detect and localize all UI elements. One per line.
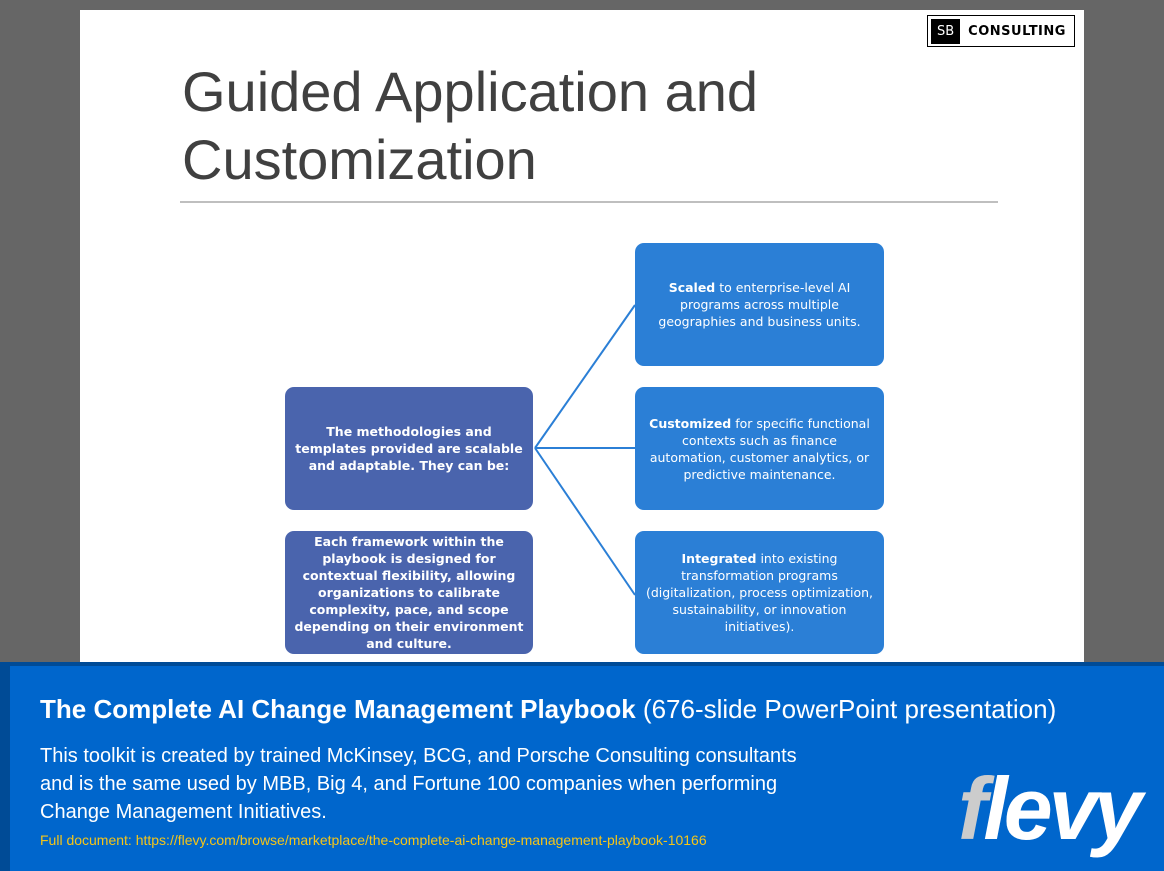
promo-banner: The Complete AI Change Management Playbo… (0, 662, 1164, 871)
flexibility-box: Each framework within the playbook is de… (285, 531, 533, 654)
connector-lines (534, 304, 636, 596)
flevy-logo-rest: levy (983, 759, 1142, 858)
scaled-bold: Scaled (668, 280, 716, 295)
connector-3 (534, 447, 636, 596)
integrated-text: into existing transformation programs (d… (645, 551, 874, 634)
banner-title: The Complete AI Change Management Playbo… (40, 692, 1140, 726)
customized-box: Customized for specific functional conte… (635, 387, 884, 510)
scaled-box: Scaled to enterprise-level AI programs a… (635, 243, 884, 366)
flevy-logo-f: f (958, 759, 987, 858)
connector-1 (534, 304, 636, 449)
sb-consulting-logo: SB CONSULTING (927, 15, 1075, 47)
customized-bold: Customized (649, 415, 732, 431)
title-divider (180, 201, 998, 203)
integrated-bold: Integrated (681, 551, 757, 566)
banner-title-main: The Complete AI Change Management Playbo… (40, 694, 636, 724)
integrated-box: Integrated into existing transformation … (635, 531, 884, 654)
slide-title: Guided Application and Customization (182, 60, 758, 191)
scalable-box: The methodologies and templates provided… (285, 387, 533, 510)
document-link[interactable]: Full document: https://flevy.com/browse/… (40, 832, 707, 848)
banner-title-suffix: (676-slide PowerPoint presentation) (635, 694, 1057, 724)
scaled-text: to enterprise-level AI programs across m… (658, 280, 861, 329)
banner-description: This toolkit is created by trained McKin… (40, 745, 797, 823)
flevy-logo: flevy (958, 758, 1143, 860)
customized-text: for specific functional contexts such as… (649, 415, 870, 482)
logo-consulting: CONSULTING (968, 23, 1066, 39)
logo-sb: SB (931, 18, 961, 44)
slide: SB CONSULTING Guided Application and Cus… (80, 10, 1084, 662)
